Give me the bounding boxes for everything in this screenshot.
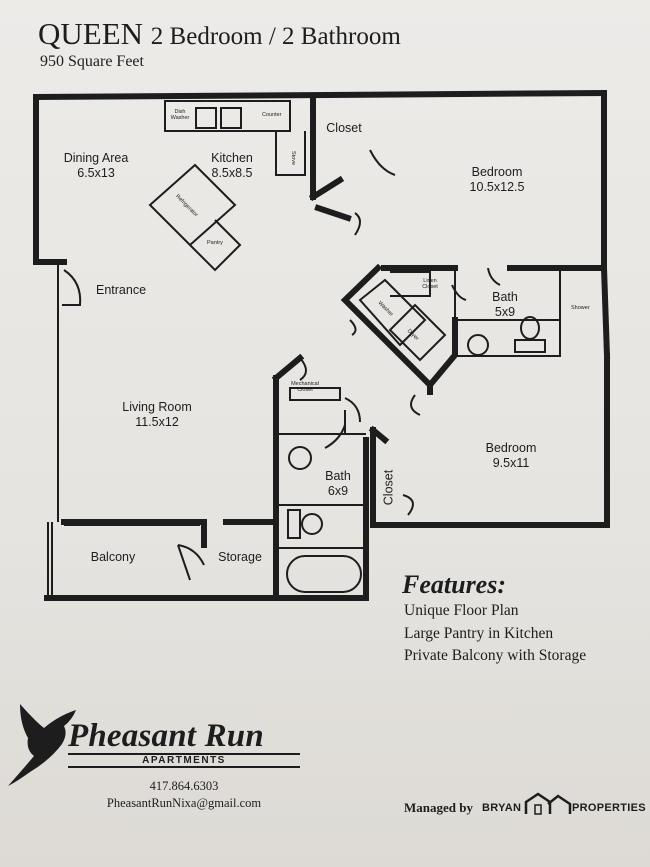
door-entrance [62,269,82,306]
linen-closet-box [390,271,431,297]
refrigerator [148,163,237,247]
room-kitchen: Kitchen 8.5x8.5 [211,151,253,180]
feature-item: Private Balcony with Storage [404,647,587,664]
contact-phone: 417.864.6303 [149,779,219,793]
door-storage [177,544,205,566]
fixture-linen-closet: Linen Closet [422,278,438,290]
dryer [388,303,447,362]
fixture-stove: Stove [290,150,297,166]
fixture-counter: Counter [262,112,282,118]
bath2-sink [288,446,312,470]
company-name-left: BRYAN [482,802,522,814]
plan-name: QUEEN [38,16,144,51]
room-bedroom-2: Bedroom 9.5x11 [485,441,537,470]
door-bath2-a [324,424,346,449]
contact-email: PheasantRunNixa@gmail.com [106,796,262,810]
kitchen-counter [164,100,291,132]
sink-right [220,107,242,129]
fixture-mechanical-closet: Mechanical Closet [291,381,319,393]
managed-by-label: Managed by [404,800,473,815]
wall-top [32,89,608,101]
fixture-dish-washer: Dish Washer [170,109,190,121]
pantry [189,219,242,272]
feature-item: Unique Floor Plan [404,602,519,619]
bath1-sink [467,334,489,356]
page-title: QUEEN 2 Bedroom / 2 Bathroom [38,14,401,57]
room-entrance: Entrance [95,283,147,297]
toilet-tank [287,509,301,539]
room-living-room: Living Room 11.5x12 [122,400,192,429]
stove [275,131,306,176]
room-closet-top: Closet [326,121,362,135]
door-closet-side [402,494,414,516]
mechanical-closet-box [289,387,341,401]
door-linen [451,284,467,301]
wall-closet-side-top [368,425,390,445]
fixture-pantry: Pantry [207,240,223,246]
room-closet-side: Closet [381,469,396,506]
door-closet-top [369,149,396,176]
room-bath-1: Bath 5x9 [492,290,518,319]
washer [358,278,427,347]
door-bedroom1 [354,212,361,236]
toilet-bowl-1 [520,316,540,340]
fixture-shower: Shower [571,305,590,311]
toilet-bowl [301,513,323,535]
toilet-tank-1 [514,339,546,353]
features-heading: Features: [402,570,506,599]
room-dining-area: Dining Area 6.5x13 [63,151,129,180]
wall-diag-upper [314,204,352,222]
wall-bath1-right [600,264,611,360]
room-bedroom-1: Bedroom 10.5x12.5 [469,165,525,194]
brand-name: Pheasant Run [68,718,264,754]
wall-bath2-top [271,353,305,383]
pheasant-logo-icon [8,704,76,786]
plan-layout: 2 Bedroom / 2 Bathroom [150,23,401,50]
room-balcony: Balcony [90,550,136,564]
door-bath1 [487,267,501,286]
square-footage: 950 Square Feet [40,53,144,70]
feature-item: Large Pantry in Kitchen [404,625,554,642]
door-mechanical [299,357,307,381]
door-laundry [349,319,357,336]
wall-closet-top-bottom [308,175,345,202]
bathtub [286,555,362,593]
door-bedroom2-a [344,397,361,423]
room-storage: Storage [218,550,262,564]
company-name-right: PROPERTIES [572,802,646,814]
brand-tagline: APARTMENTS [68,753,300,768]
room-bath-2: Bath 6x9 [325,469,351,498]
house-logo-icon [524,792,572,815]
sink-left [195,107,217,129]
door-bath2 [410,394,421,416]
